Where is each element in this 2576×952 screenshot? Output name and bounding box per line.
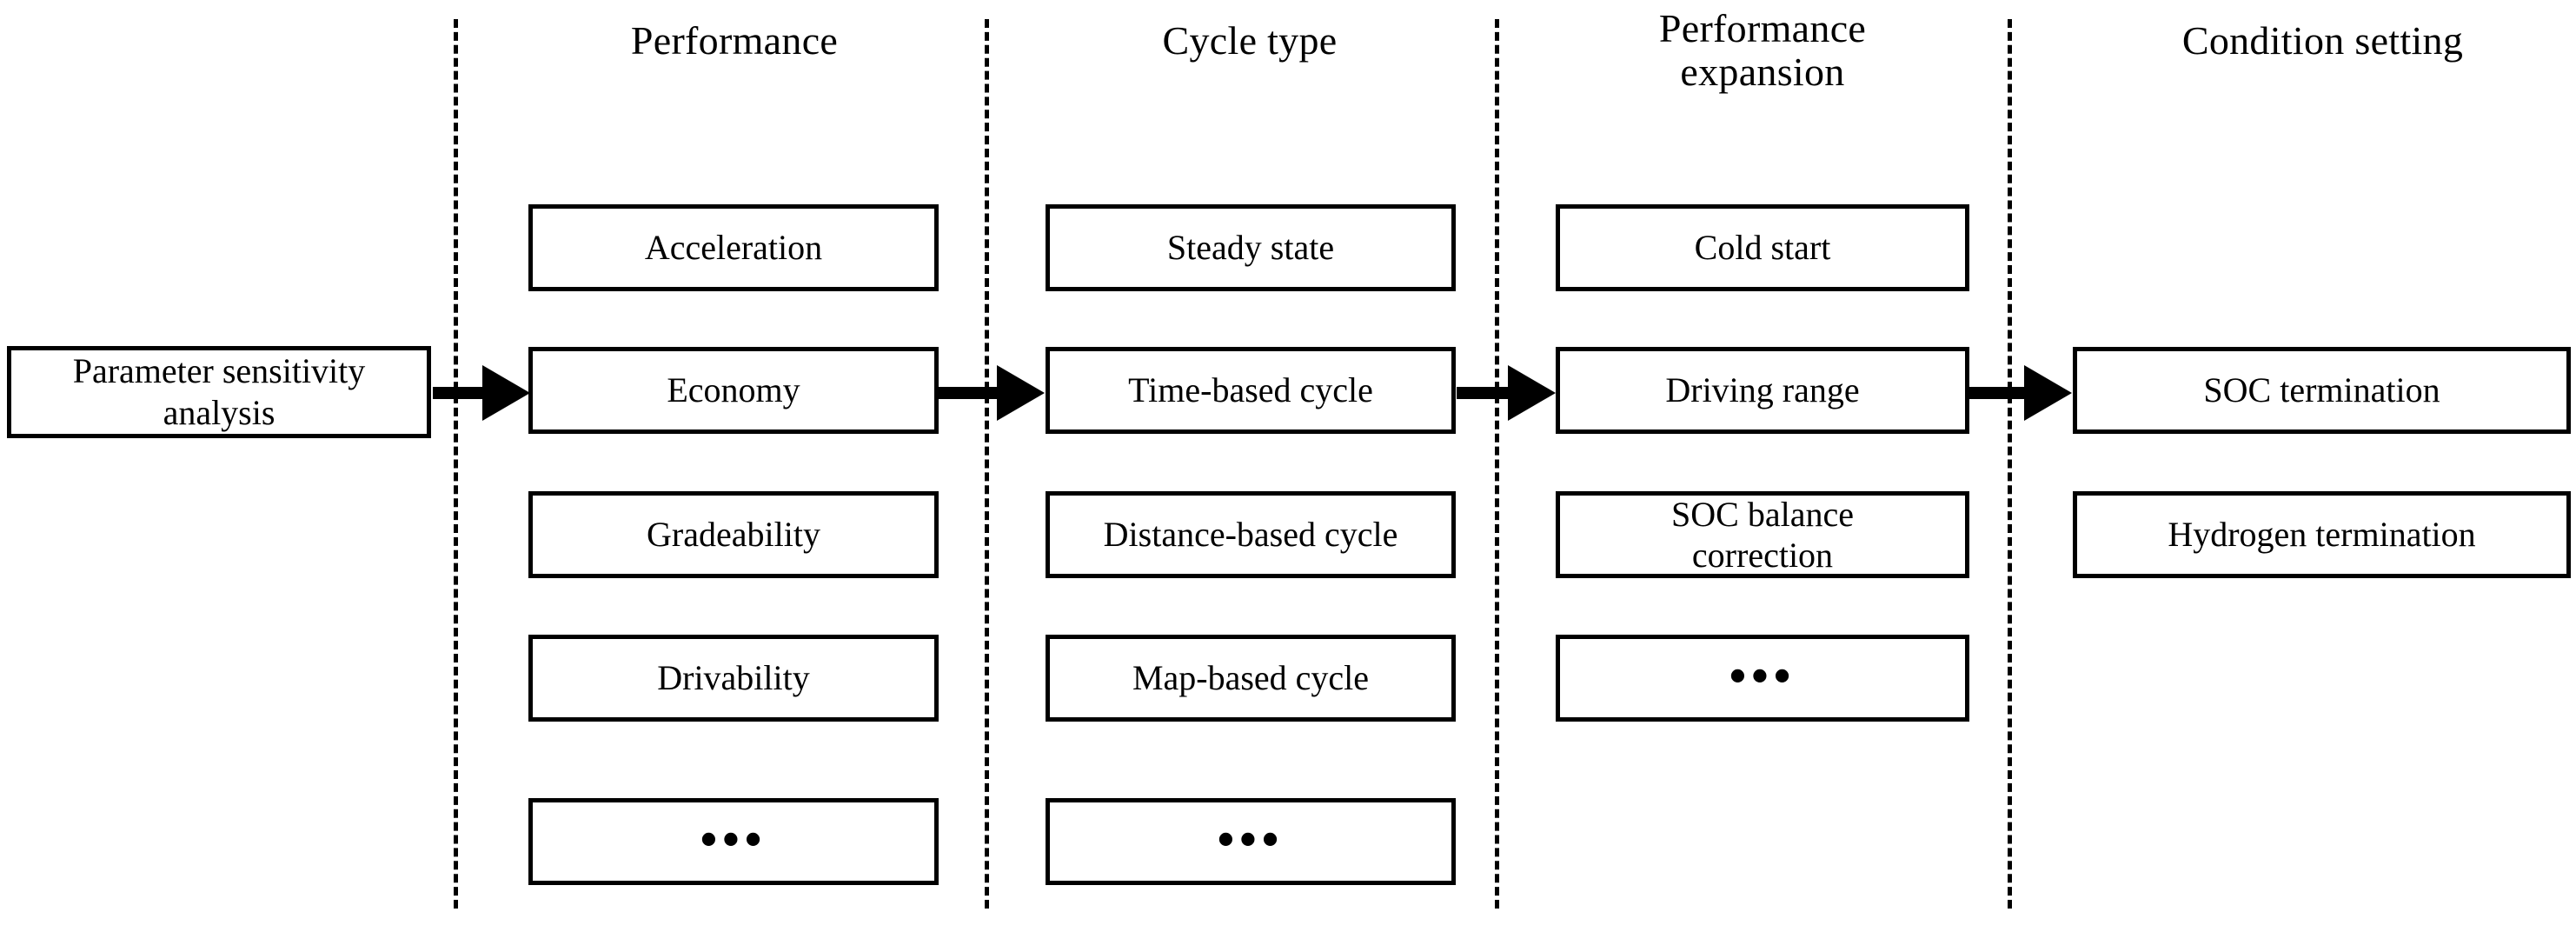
node-soc-balance-correction[interactable]: SOC balance correction [1556,491,1969,578]
column-header-cycle-type: Cycle type [1162,18,1338,63]
column-header-condition-setting: Condition setting [2181,18,2464,63]
node-performance-expansion-more[interactable]: ••• [1556,635,1969,722]
node-steady-state[interactable]: Steady state [1046,204,1456,291]
node-time-based-cycle[interactable]: Time-based cycle [1046,347,1456,434]
node-soc-termination[interactable]: SOC termination [2073,347,2571,434]
node-map-based-cycle[interactable]: Map-based cycle [1046,635,1456,722]
entry-node-parameter-sensitivity-analysis[interactable]: Parameter sensitivity analysis [7,346,431,438]
column-divider-4 [2008,19,2012,909]
node-driving-range[interactable]: Driving range [1556,347,1969,434]
node-hydrogen-termination[interactable]: Hydrogen termination [2073,491,2571,578]
column-divider-2 [985,19,989,909]
node-distance-based-cycle[interactable]: Distance-based cycle [1046,491,1456,578]
column-divider-1 [454,19,458,909]
node-performance-more[interactable]: ••• [528,798,939,885]
column-header-performance-expansion: Performance expansion [1658,6,1867,94]
node-cycle-type-more[interactable]: ••• [1046,798,1456,885]
column-divider-3 [1495,19,1499,909]
node-acceleration[interactable]: Acceleration [528,204,939,291]
node-economy[interactable]: Economy [528,347,939,434]
node-drivability[interactable]: Drivability [528,635,939,722]
column-header-performance: Performance [630,18,839,63]
node-gradeability[interactable]: Gradeability [528,491,939,578]
node-cold-start[interactable]: Cold start [1556,204,1969,291]
